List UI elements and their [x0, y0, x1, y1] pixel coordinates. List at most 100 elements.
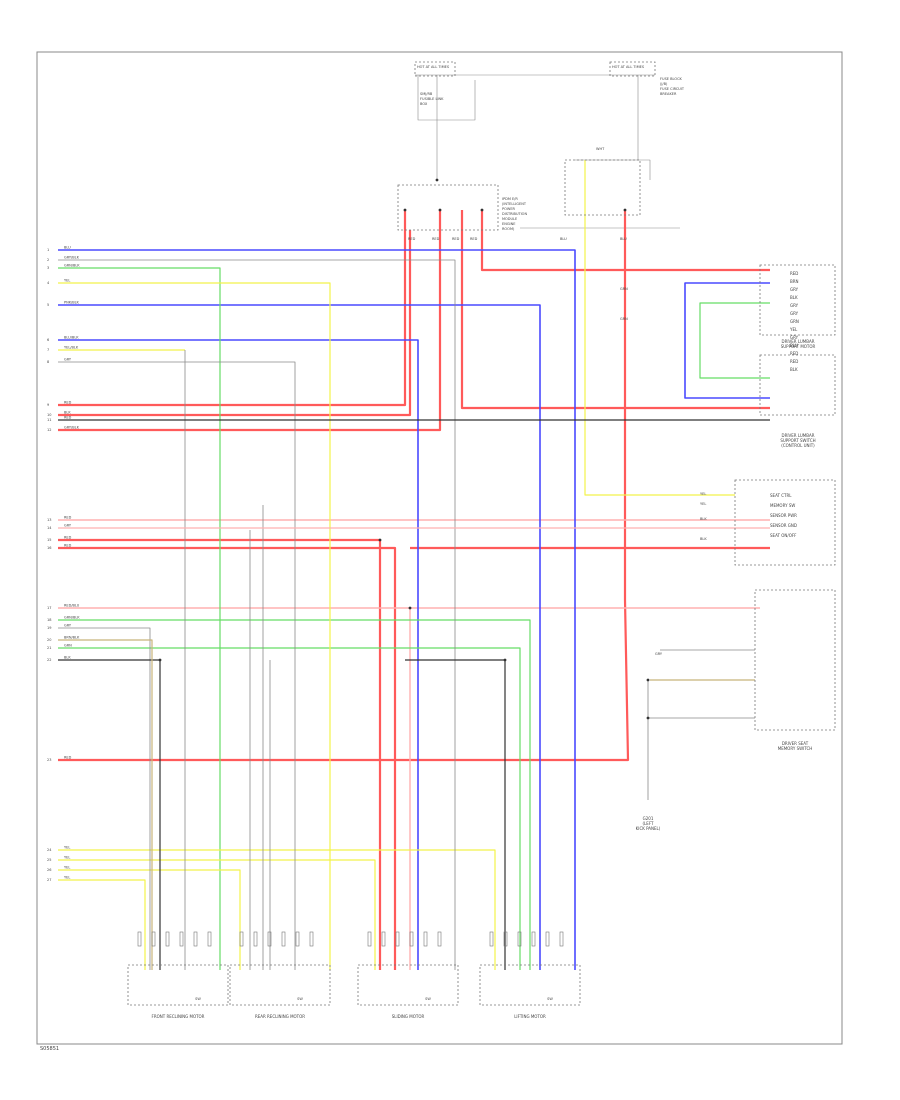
motor-switch-label-3: SW [547, 997, 553, 1001]
left-wire-label-12: RED [64, 516, 72, 520]
green-wire-1 [58, 267, 221, 970]
junction-dot-5 [646, 716, 650, 720]
motor-1-pin-3 [281, 931, 286, 947]
fuse-left-title: HOT AT ALL TIMES [417, 65, 450, 69]
left-pin-24: 25 [47, 858, 51, 862]
left-pin-0: 1 [47, 248, 49, 252]
left-pin-18: 19 [47, 626, 51, 630]
left-wire-label-13: GRY [64, 524, 72, 528]
wire-tag-4: WHT [596, 147, 605, 151]
fuse-left-line-1: FUSIBLE LINK [420, 97, 444, 101]
yellow-wire-5 [58, 869, 241, 970]
red-wire-11 [58, 607, 411, 970]
green-wire-3 [58, 647, 521, 970]
junction-dot-4 [623, 208, 627, 212]
motor-0-pin-5 [207, 931, 212, 947]
ground-label-2: KICK PANEL) [636, 826, 661, 831]
left-wire-label-15: RED [64, 544, 72, 548]
seat-control-box [734, 479, 836, 566]
motor-2-pin-3 [409, 931, 414, 947]
left-wire-label-2: GRN/BLK [64, 264, 80, 268]
junction-dot-8 [503, 658, 507, 662]
motor-2-pin-1 [381, 931, 386, 947]
left-wire-label-16: RED/BLU [64, 604, 80, 608]
right-wire-label-4: GRY [790, 303, 799, 308]
left-wire-label-10: RED [64, 416, 72, 420]
lumbar-switch-box [759, 354, 836, 416]
ipdm-label-3: DISTRIBUTION [502, 212, 527, 216]
right-wire-label-7: YEL [789, 327, 798, 332]
left-pin-22: 23 [47, 758, 51, 762]
left-wire-label-8: RED [64, 401, 72, 405]
left-wire-label-26: YEL [64, 876, 70, 880]
wire-tag-8: GRN [620, 317, 628, 321]
left-wire-label-22: RED [64, 756, 72, 760]
motor-3-pin-1 [503, 931, 508, 947]
motor-2-pin-0 [367, 931, 372, 947]
green-wire-4 [699, 302, 770, 379]
left-wire-label-18: GRY [64, 624, 72, 628]
motor-label-1: REAR RECLINING MOTOR [255, 1014, 305, 1019]
left-wire-label-25: YEL [64, 866, 70, 870]
motor-switch-label-1: SW [297, 997, 303, 1001]
motor-3-pin-5 [559, 931, 564, 947]
component-layer [127, 61, 836, 1006]
left-pin-13: 14 [47, 526, 52, 530]
junction-dot-10 [378, 538, 382, 542]
yellow-wire-7 [584, 160, 735, 496]
yellow-wire-4 [58, 859, 376, 970]
red-wire-1 [58, 210, 407, 407]
ipdm-box [397, 184, 499, 231]
wire-tag-7: GRN [620, 287, 628, 291]
fuse-right-line-0: FUSE BLOCK [660, 77, 683, 81]
right-wire-label-0: RED [790, 271, 798, 276]
motor-0-pin-1 [151, 931, 156, 947]
left-pin-9: 10 [47, 413, 51, 417]
left-wire-label-19: BRN/BLK [64, 636, 80, 640]
left-wire-label-1: GRY/BLK [64, 256, 80, 260]
tan-wire-1 [58, 639, 153, 970]
fuse-right-line-1: (J/B) [660, 82, 668, 86]
right-wire-label-1: BRN [790, 279, 799, 284]
left-pin-11: 12 [47, 428, 51, 432]
wire-tag-13: GRY [655, 652, 663, 656]
wire-layer [58, 74, 770, 970]
left-wire-label-17: GRN/BLK [64, 616, 80, 620]
yellow-wire-3 [58, 849, 496, 970]
motor-label-2: SLIDING MOTOR [392, 1014, 425, 1019]
seat-ctrl-label-0: SEAT CTRL [770, 493, 792, 498]
left-wire-label-21: BLK [64, 656, 71, 660]
left-wire-label-23: YEL [64, 846, 70, 850]
left-pin-6: 7 [47, 348, 49, 352]
motor-3-pin-3 [531, 931, 536, 947]
left-pin-21: 22 [47, 658, 51, 662]
gray-wire-5 [58, 627, 151, 970]
left-pin-20: 21 [47, 646, 51, 650]
diagram-frame [36, 51, 843, 1045]
red-wire-5 [460, 210, 770, 410]
lumbar-switch-label-2: (CONTROL UNIT) [781, 443, 815, 448]
wire-tag-3: RED [470, 237, 478, 241]
motor-label-3: LIFTING MOTOR [514, 1014, 546, 1019]
wire-tag-6: BLU [620, 237, 627, 241]
ground-label-0: G201 [643, 816, 654, 821]
left-wire-label-20: GRN [64, 644, 72, 648]
red-wire-6 [58, 210, 630, 762]
left-wire-label-0: BLU [64, 246, 71, 250]
fuse-box-left [414, 61, 456, 77]
left-wire-label-7: GRY [64, 358, 72, 362]
label-layer: REDBRNGRYBLKGRYGRYGRNYELGRYBLUREDREDBLKD… [47, 65, 816, 1019]
wire-tag-1: RED [432, 237, 440, 241]
motor-box-0 [127, 964, 229, 1006]
right-wire-label-10: RED [790, 351, 798, 356]
motor-box-2 [357, 964, 459, 1006]
ipdm-label-5: ENGINE [502, 222, 515, 226]
left-pin-1: 2 [47, 258, 49, 262]
right-wire-label-5: GRY [790, 311, 799, 316]
gray-wire-2 [58, 361, 296, 970]
left-pin-8: 9 [47, 403, 49, 407]
left-pin-16: 17 [47, 606, 51, 610]
junction-dot-3 [480, 208, 484, 212]
seat-ctrl-label-3: SENSOR GND [770, 523, 797, 528]
right-wire-label-8: GRY [790, 335, 799, 340]
